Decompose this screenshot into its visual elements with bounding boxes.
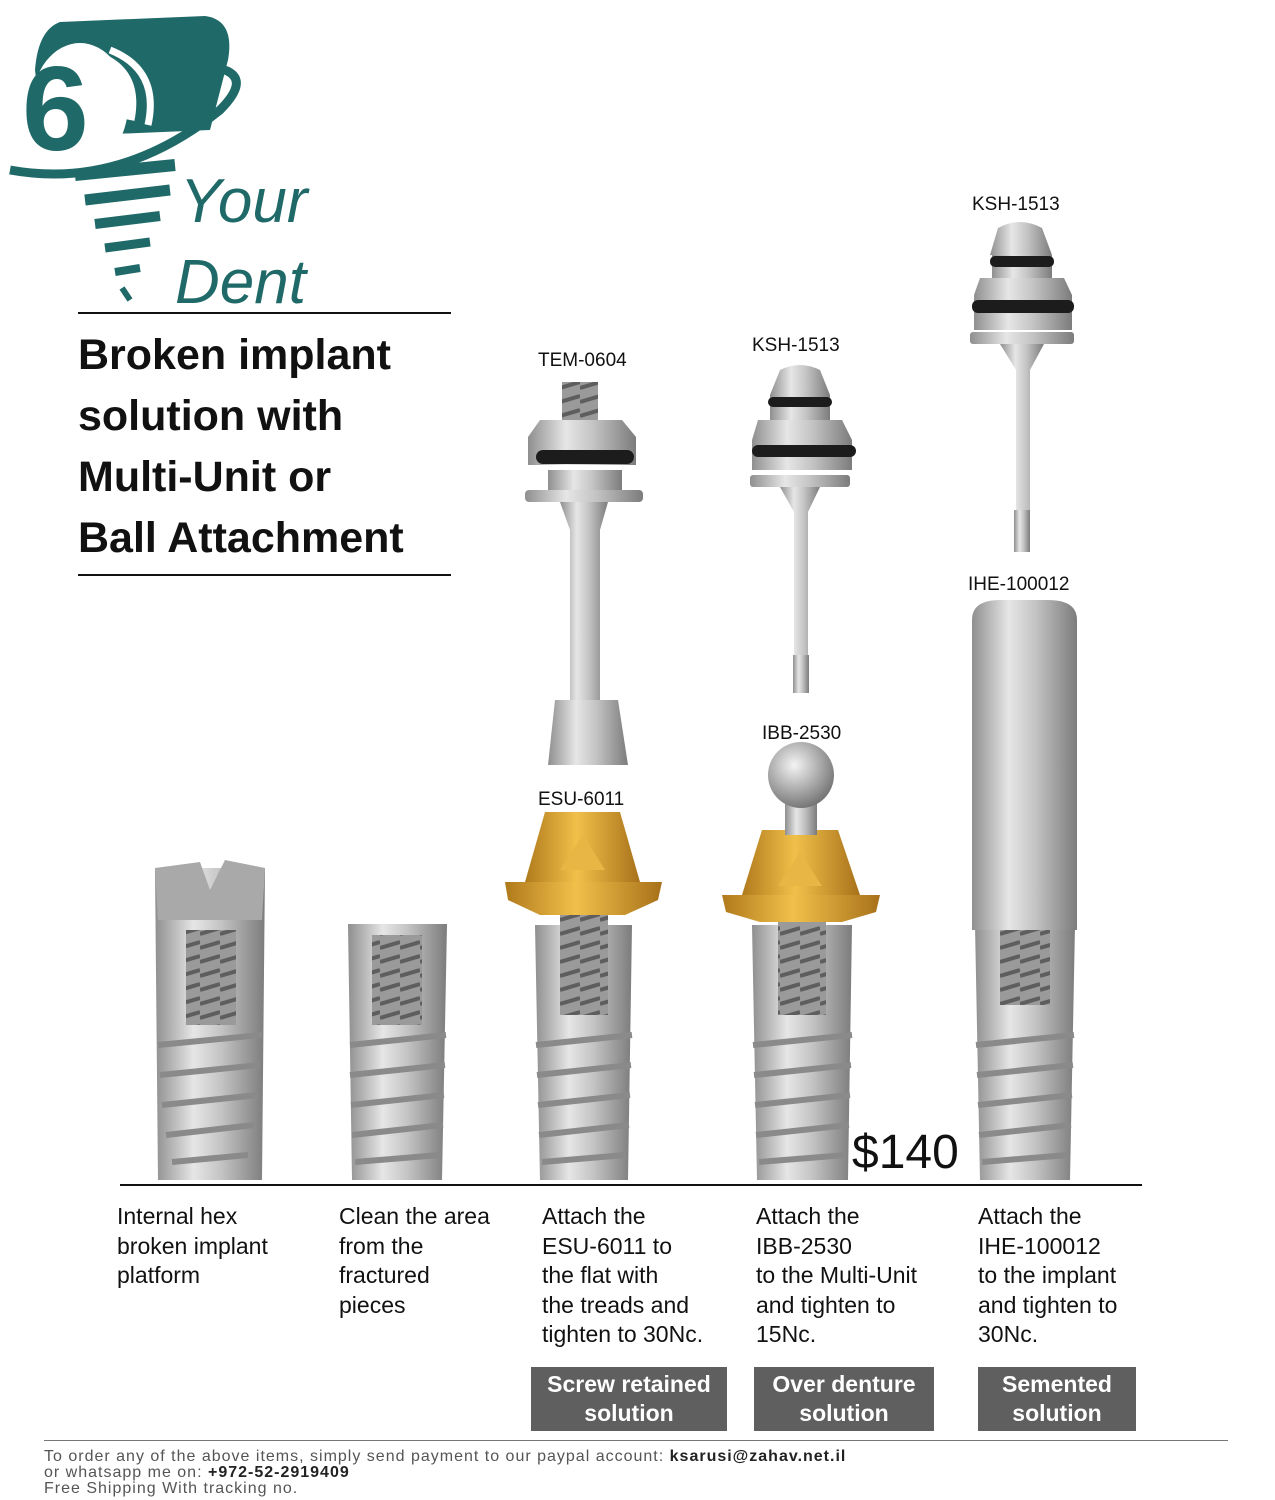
headline-line-2: solution with: [78, 392, 344, 440]
label-ihe-100012: IHE-100012: [968, 574, 1070, 595]
step-2-line: Clean the area: [339, 1203, 490, 1229]
implant-screw-retained: [505, 812, 662, 1180]
step-1: Internal hex broken implant platform: [117, 1202, 268, 1291]
step-3-line: ESU-6011 to: [542, 1232, 672, 1259]
step-4-line: Attach the: [756, 1203, 860, 1229]
step-3-line: tighten to 30Nc.: [542, 1321, 704, 1348]
badge-line: solution: [1012, 1400, 1102, 1426]
label-tem-0604: TEM-0604: [538, 350, 627, 371]
yourdent-logo: 6 Your Dent: [9, 16, 310, 317]
label-esu-6011: ESU-6011: [538, 789, 625, 810]
implant-cemented: [972, 600, 1077, 1180]
step-3: Attach the ESU-6011 to the flat with the…: [542, 1202, 703, 1350]
step-1-line: broken implant: [117, 1232, 268, 1259]
implant-broken: [155, 860, 265, 1180]
badge-screw-retained: Screw retained solution: [531, 1367, 727, 1431]
step-2-line: pieces: [339, 1291, 406, 1318]
svg-text:6: 6: [22, 42, 89, 176]
price: $140: [852, 1126, 959, 1179]
headline-top-rule: [78, 312, 451, 314]
footer-shipping: Free Shipping With tracking no.: [44, 1480, 299, 1497]
step-5-line: to the implant: [978, 1262, 1117, 1289]
ksh-driver-middle: [750, 365, 856, 693]
step-2: Clean the area from the fractured pieces: [339, 1202, 490, 1320]
step-2-line: fractured: [339, 1262, 430, 1289]
step-4-line: 15Nc.: [756, 1321, 817, 1348]
badge-line: Over denture: [772, 1371, 916, 1397]
step-5-line: Attach the: [978, 1203, 1082, 1229]
footer-whatsapp-text: or whatsapp me on:: [44, 1464, 208, 1481]
step-5: Attach the IHE-100012 to the implant and…: [978, 1202, 1117, 1350]
implant-over-denture: [722, 742, 880, 1180]
label-ibb-2530: IBB-2530: [762, 723, 842, 744]
badge-line: Semented: [1002, 1371, 1112, 1397]
label-ksh-1513-right: KSH-1513: [972, 194, 1060, 215]
step-1-line: platform: [117, 1262, 201, 1289]
badge-cemented: Semented solution: [978, 1367, 1136, 1431]
brand-name-your: Your: [180, 167, 310, 236]
step-4-line: IBB-2530: [756, 1232, 852, 1259]
label-ksh-1513-middle: KSH-1513: [752, 335, 840, 356]
badge-line: solution: [584, 1400, 674, 1426]
headline: Broken implant solution with Multi-Unit …: [78, 325, 478, 569]
step-1-line: Internal hex: [117, 1203, 238, 1229]
tem-driver: [525, 382, 643, 765]
footer-email-link[interactable]: ksarusi@zahav.net.il: [669, 1448, 847, 1465]
implant-cleaned: [348, 924, 447, 1180]
step-4-line: to the Multi-Unit: [756, 1262, 918, 1289]
badge-line: solution: [799, 1400, 889, 1426]
step-4: Attach the IBB-2530 to the Multi-Unit an…: [756, 1202, 917, 1350]
step-3-line: the treads and: [542, 1291, 690, 1318]
step-4-line: and tighten to: [756, 1291, 896, 1318]
headline-line-1: Broken implant: [78, 331, 391, 379]
step-5-line: and tighten to: [978, 1291, 1118, 1318]
headline-line-4: Ball Attachment: [78, 514, 404, 562]
footer-rule: [44, 1440, 1228, 1441]
badge-over-denture: Over denture solution: [754, 1367, 934, 1431]
footer-order-text: To order any of the above items, simply …: [44, 1448, 670, 1465]
ksh-driver-right: [970, 222, 1074, 552]
brand-name-dent: Dent: [175, 248, 309, 317]
footer: To order any of the above items, simply …: [44, 1449, 846, 1497]
headline-line-3: Multi-Unit or: [78, 453, 332, 501]
badge-line: Screw retained: [547, 1371, 711, 1397]
footer-phone[interactable]: +972-52-2919409: [207, 1464, 350, 1481]
step-2-line: from the: [339, 1232, 424, 1259]
step-5-line: 30Nc.: [978, 1321, 1039, 1348]
headline-bottom-rule: [78, 574, 451, 576]
step-3-line: the flat with: [542, 1262, 659, 1289]
step-5-line: IHE-100012: [978, 1232, 1101, 1259]
step-3-line: Attach the: [542, 1203, 646, 1229]
implant-parts-illustration: [120, 222, 1142, 1186]
